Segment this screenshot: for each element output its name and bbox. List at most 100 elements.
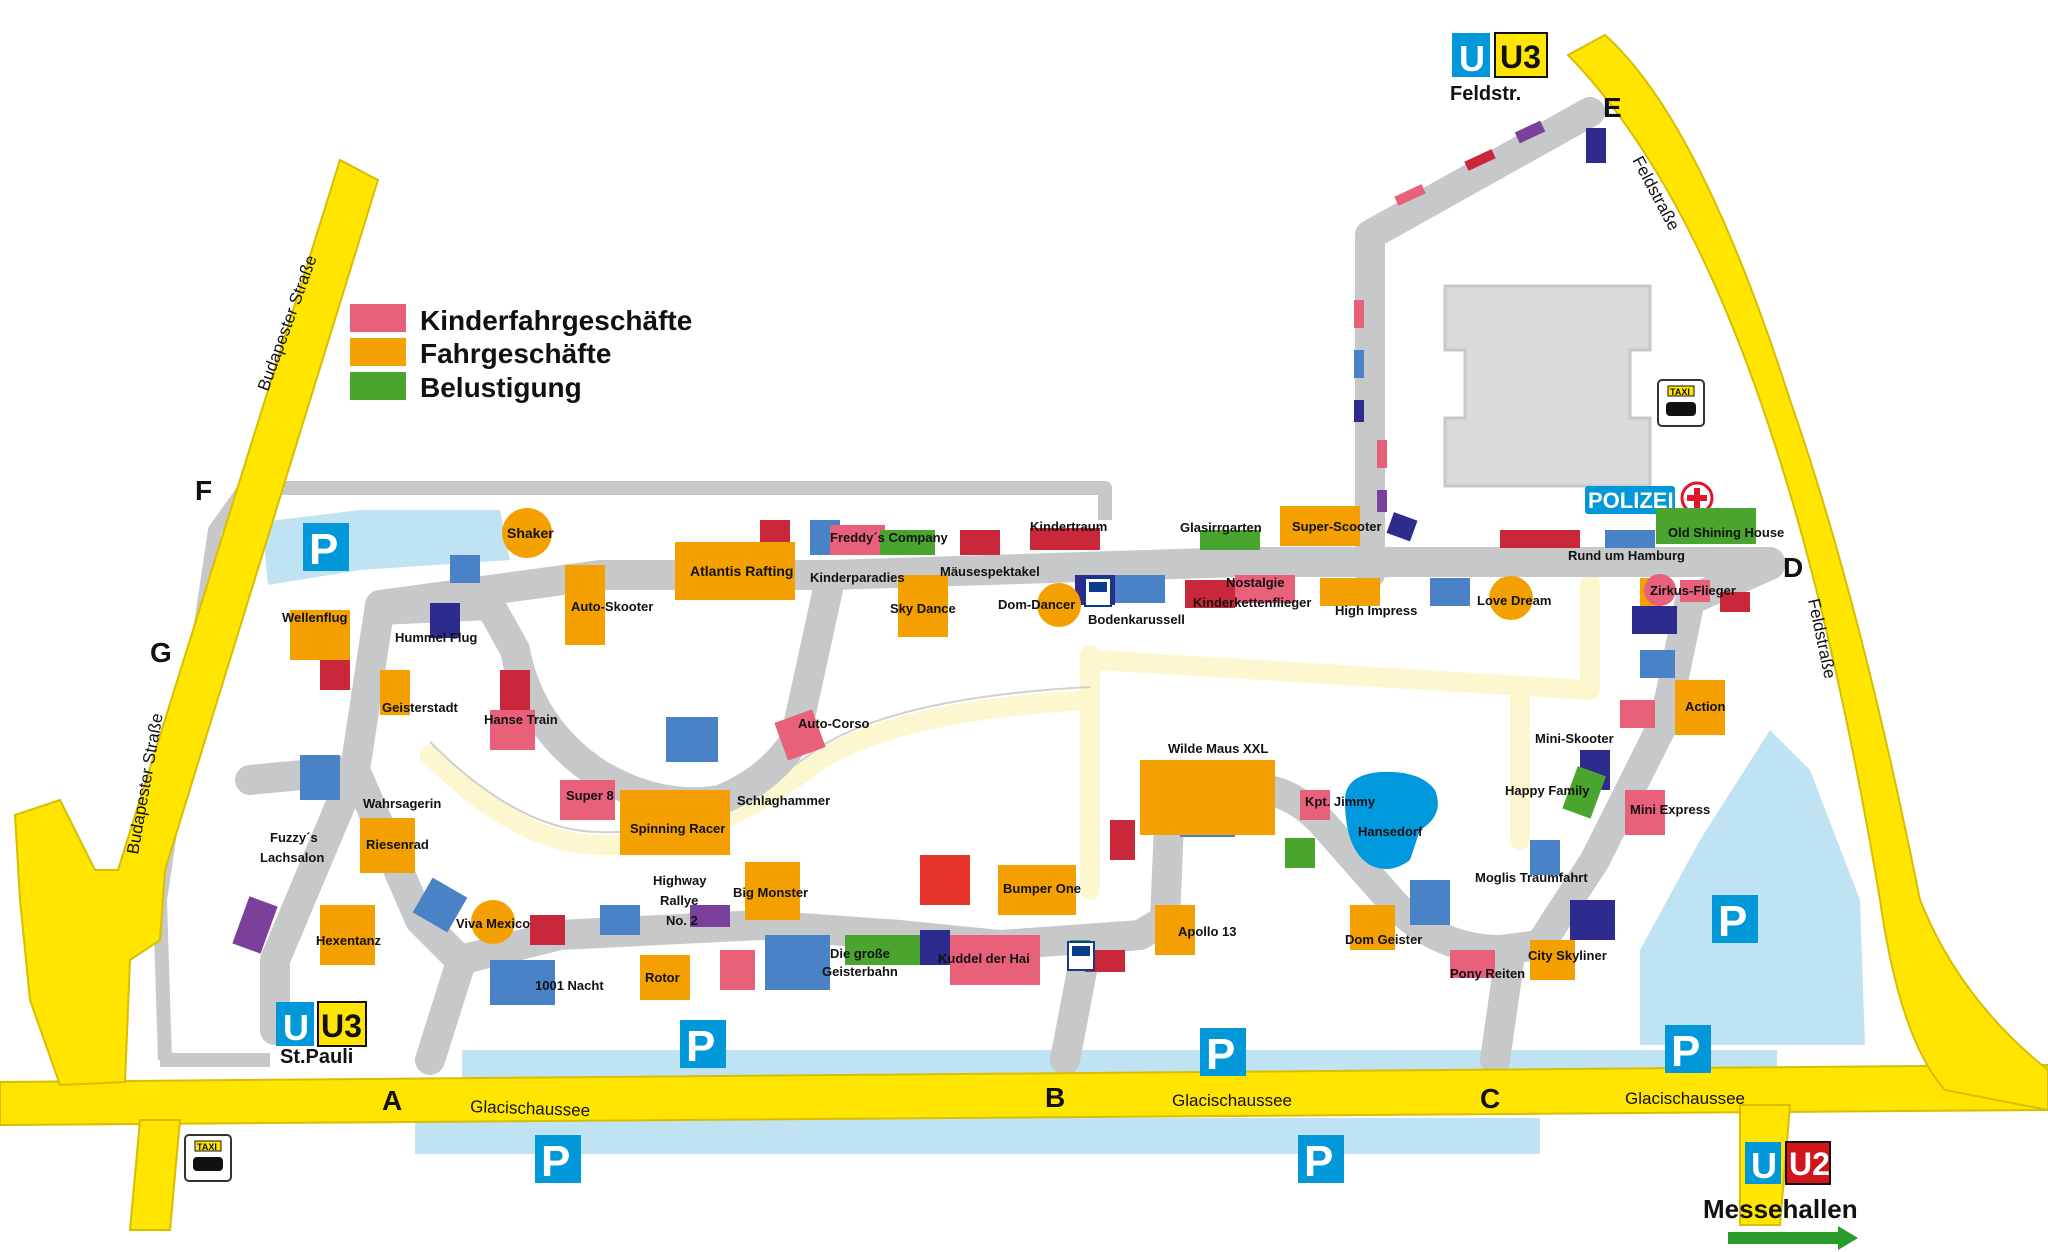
pond <box>1345 771 1438 869</box>
attraction-city-skyliner: City Skyliner <box>1528 948 1607 963</box>
attraction-labels: Shaker Atlantis Rafting Freddy´s Company… <box>260 519 1784 993</box>
gate-c: C <box>1480 1083 1500 1114</box>
attraction-auto-skooter: Auto-Skooter <box>571 599 653 614</box>
parking-sign: P <box>1200 1028 1246 1079</box>
ec-atm-icon <box>1067 941 1095 971</box>
attraction-big-monster: Big Monster <box>733 885 808 900</box>
attraction-maeusespektakel: Mäusespektakel <box>940 564 1040 579</box>
line-u3-badge <box>317 1001 367 1047</box>
ubahn-icon <box>1452 33 1490 77</box>
attraction-glasirrgarten: Glasirrgarten <box>1180 520 1262 535</box>
attraction-sky-dance: Sky Dance <box>890 601 956 616</box>
station-feldstr: U U3 Feldstr. <box>1450 32 1548 105</box>
attraction-kindertraum: Kindertraum <box>1030 519 1107 534</box>
attraction-1001-nacht: 1001 Nacht <box>535 978 604 993</box>
parking-sign: P <box>535 1135 581 1186</box>
taxi-icon: TAXI <box>184 1134 232 1182</box>
attraction-old-shining-house: Old Shining House <box>1668 525 1784 540</box>
legend-swatch-kinderfahrgeschaefte <box>350 304 406 332</box>
attraction-hexentanz: Hexentanz <box>316 933 382 948</box>
gate-g: G <box>150 637 172 668</box>
attraction-dom-geister: Dom Geister <box>1345 932 1422 947</box>
attraction-shaker: Shaker <box>507 525 554 541</box>
attraction-super-scooter: Super-Scooter <box>1292 519 1382 534</box>
attraction-pony-reiten: Pony Reiten <box>1450 966 1525 981</box>
entrance-gates: A B C D E F G <box>150 92 1803 1116</box>
attraction-apollo-13: Apollo 13 <box>1178 924 1237 939</box>
attraction-moglis-traumfahrt: Moglis Traumfahrt <box>1475 870 1588 885</box>
attraction-spinning-racer: Spinning Racer <box>630 821 725 836</box>
attraction-highway-rallye-2: Rallye <box>660 893 698 908</box>
attraction-kinderkettenflieger: Kinderkettenflieger <box>1193 595 1311 610</box>
legend: Kinderfahrgeschäfte Fahrgeschäfte Belust… <box>350 304 692 403</box>
svg-text:P: P <box>1671 1027 1700 1076</box>
attraction-rund-um-hamburg: Rund um Hamburg <box>1568 548 1685 563</box>
attraction-kuddel-der-hai: Kuddel der Hai <box>938 951 1030 966</box>
station-name: St.Pauli <box>280 1046 353 1068</box>
legend-swatch-belustigung <box>350 372 406 400</box>
parking-area-south-outer <box>415 1118 1540 1154</box>
attraction-wellenflug: Wellenflug <box>282 610 348 625</box>
parking-sign: P <box>1298 1135 1344 1186</box>
attraction-kpt-jimmy: Kpt. Jimmy <box>1305 794 1376 809</box>
parking-sign: P <box>1665 1025 1711 1076</box>
attraction-geisterbahn-1: Die große <box>830 946 890 961</box>
svg-text:U3: U3 <box>1500 39 1541 75</box>
attraction-high-impress: High Impress <box>1335 603 1417 618</box>
station-stpauli: U U3 St.Pauli <box>276 1001 367 1068</box>
parking-sign: P <box>303 523 349 574</box>
ubahn-icon <box>1745 1142 1781 1184</box>
svg-text:P: P <box>686 1022 715 1071</box>
building <box>1443 284 1652 488</box>
legend-swatch-fahrgeschaefte <box>350 338 406 366</box>
svg-text:U: U <box>1751 1145 1777 1186</box>
svg-text:P: P <box>1206 1030 1235 1079</box>
attraction-happy-family: Happy Family <box>1505 783 1590 798</box>
taxi-icon: TAXI <box>1657 379 1705 427</box>
attraction-geisterstadt: Geisterstadt <box>382 700 459 715</box>
attraction-highway-rallye-1: Highway <box>653 873 707 888</box>
attraction-bumper-one: Bumper One <box>1003 881 1081 896</box>
parking-sign: P <box>1712 895 1758 946</box>
station-name: Messehallen <box>1703 1194 1858 1224</box>
svg-text:TAXI: TAXI <box>197 1142 217 1152</box>
attraction-hummel-flug: Hummel Flug <box>395 630 477 645</box>
gate-d: D <box>1783 552 1803 583</box>
svg-text:U: U <box>283 1007 309 1048</box>
ubahn-icon <box>276 1002 314 1046</box>
attraction-rotor: Rotor <box>645 970 680 985</box>
parking-signs: P P P P P P P <box>303 523 1758 1186</box>
attraction-viva-mexico: Viva Mexico <box>456 916 530 931</box>
attraction-lachsalon: Lachsalon <box>260 850 324 865</box>
attraction-atlantis-rafting: Atlantis Rafting <box>690 563 793 579</box>
attraction-schlaghammer: Schlaghammer <box>737 793 830 808</box>
attraction-dom-dancer: Dom-Dancer <box>998 597 1075 612</box>
ec-atm-icon <box>1084 577 1112 607</box>
svg-text:P: P <box>1304 1137 1333 1186</box>
svg-text:TAXI: TAXI <box>1670 387 1690 397</box>
attraction-auto-corso: Auto-Corso <box>798 716 870 731</box>
attraction-wahrsagerin: Wahrsagerin <box>363 796 441 811</box>
main-roads <box>0 33 2048 1231</box>
attraction-nostalgie: Nostalgie <box>1226 575 1285 590</box>
svg-text:U: U <box>1459 38 1485 79</box>
road-name-glacis-east: Glacischaussee <box>1625 1089 1745 1108</box>
attraction-highway-rallye-3: No. 2 <box>666 913 698 928</box>
gate-f: F <box>195 475 212 506</box>
svg-text:U3: U3 <box>321 1008 362 1044</box>
gate-b: B <box>1045 1082 1065 1113</box>
legend-label-fahrgeschaefte: Fahrgeschäfte <box>420 338 611 369</box>
attraction-super-8: Super 8 <box>566 788 614 803</box>
road-name-glacis-west: Glacischaussee <box>470 1097 591 1120</box>
svg-text:P: P <box>309 525 338 574</box>
gate-a: A <box>382 1085 402 1116</box>
attraction-love-dream: Love Dream <box>1477 593 1551 608</box>
attraction-hanse-train: Hanse Train <box>484 712 558 727</box>
attraction-kinderparadies: Kinderparadies <box>810 570 905 585</box>
parking-area-east <box>1640 730 1865 1045</box>
attraction-freddys-company: Freddy´s Company <box>830 530 949 545</box>
line-u3-badge <box>1494 32 1548 78</box>
attraction-action: Action <box>1685 699 1726 714</box>
attraction-bodenkarussell: Bodenkarussell <box>1088 612 1185 627</box>
